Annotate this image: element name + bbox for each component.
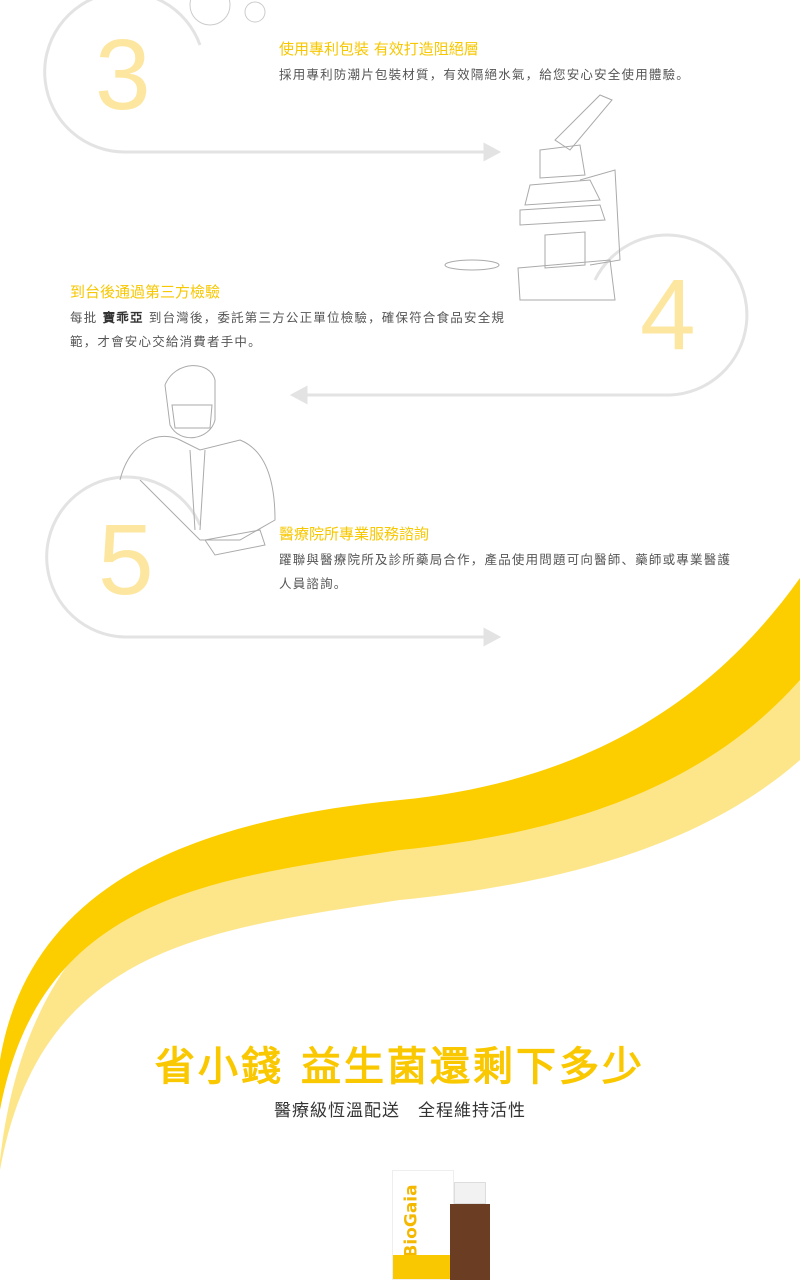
product-bottle	[450, 1182, 490, 1280]
doctor-illustration	[119, 365, 276, 556]
product-brand: BioGaia	[401, 1184, 422, 1258]
step-5-number: 5	[98, 504, 154, 616]
step-3-description: 採用專利防潮片包裝材質，有效隔絕水氣，給您安心安全使用體驗。	[279, 67, 691, 82]
step-4-title: 到台後通過第三方檢驗	[70, 283, 221, 301]
step-4-number: 4	[640, 259, 696, 371]
step-4-outline	[289, 233, 749, 405]
step-4-description: 每批 寶乖亞 到台灣後，委託第三方公正單位檢驗，確保符合食品安全規範，才會安心交…	[70, 306, 515, 354]
microscope-illustration	[444, 94, 621, 301]
yellow-wave	[0, 578, 800, 1110]
promo-subheadline: 醫療級恆溫配送 全程維持活性	[274, 1101, 526, 1121]
step-3-outline	[43, 0, 502, 162]
product-box: BioGaia	[392, 1170, 455, 1280]
step-5-title: 醫療院所專業服務諮詢	[279, 525, 430, 543]
desc-text: 到台灣後，委託第三方公正單位檢驗，確保符合食品安全規範，才會安心交給消費者手中。	[70, 310, 506, 349]
promo-headline: 省小錢 益生菌還剩下多少	[155, 1044, 645, 1090]
step-5-outline	[45, 475, 502, 647]
molecule-illustration	[189, 0, 266, 26]
step-3-title: 使用專利包裝 有效打造阻絕層	[279, 40, 479, 58]
desc-prefix: 每批	[70, 310, 98, 325]
step-3-number: 3	[95, 19, 151, 131]
step-5-description: 躍聯與醫療院所及診所藥局合作，產品使用問題可向醫師、藥師或專業醫護人員諮詢。	[279, 552, 732, 591]
product-image: BioGaia	[392, 1170, 492, 1280]
brand-logo-text: 寶乖亞	[102, 310, 144, 325]
